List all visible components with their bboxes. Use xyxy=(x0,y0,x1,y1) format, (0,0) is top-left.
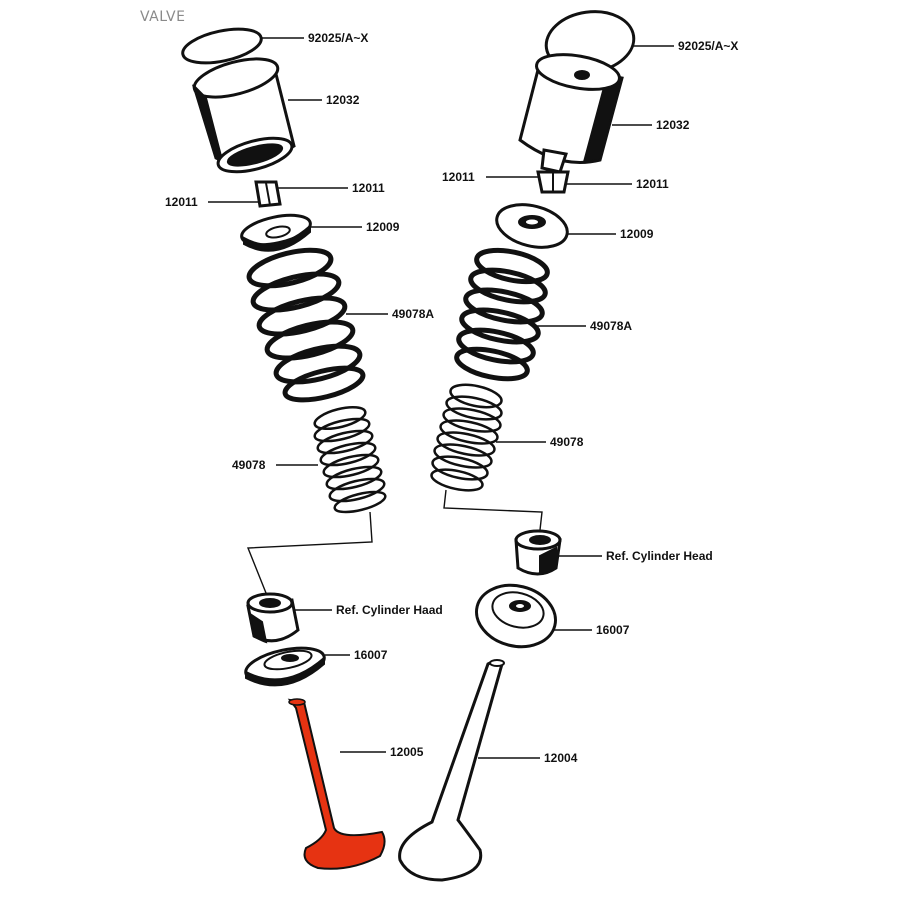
label-keeper-left-a: 12011 xyxy=(352,181,385,195)
left-outer-spring xyxy=(246,247,366,403)
left-inner-spring xyxy=(313,405,387,514)
label-tappet-right: 12032 xyxy=(656,118,690,132)
left-tappet xyxy=(192,57,296,174)
label-retainer-right: 12009 xyxy=(620,227,654,241)
label-seat-right: 16007 xyxy=(596,623,630,637)
label-retainer-left: 12009 xyxy=(366,220,400,234)
label-valve-right: 12004 xyxy=(544,751,578,765)
right-valve-guide xyxy=(514,529,562,576)
label-keeper-left-b: 12011 xyxy=(165,195,198,209)
label-valve-left: 12005 xyxy=(390,745,424,759)
right-retainer xyxy=(495,203,569,249)
label-tappet-left: 12032 xyxy=(326,93,360,107)
right-valve-seat xyxy=(475,583,557,649)
label-inner-spring-right: 49078 xyxy=(550,435,584,449)
label-seat-left: 16007 xyxy=(354,648,388,662)
right-tappet xyxy=(518,53,624,174)
left-retainer xyxy=(240,213,312,252)
left-keepers xyxy=(254,180,282,208)
right-outer-spring xyxy=(454,247,550,382)
label-guide-right: Ref. Cylinder Head xyxy=(606,549,713,563)
label-keeper-right-b: 12011 xyxy=(636,177,669,191)
label-inner-spring-left: 49078 xyxy=(232,458,266,472)
right-valve-12004 xyxy=(398,659,505,882)
right-keepers xyxy=(536,170,570,194)
label-outer-spring-right: 49078A xyxy=(590,319,632,333)
label-outer-spring-left: 49078A xyxy=(392,307,434,321)
page-title: VALVE xyxy=(140,9,186,25)
left-valve-seat xyxy=(244,646,326,687)
label-keeper-right-a: 12011 xyxy=(442,170,475,184)
left-shim xyxy=(181,27,263,65)
right-inner-spring xyxy=(430,383,503,492)
label-guide-left: Ref. Cylinder Haad xyxy=(336,603,443,617)
left-valve-12005 xyxy=(287,698,386,870)
label-shim-left: 92025/A~X xyxy=(308,31,368,45)
label-shim-right: 92025/A~X xyxy=(678,39,738,53)
left-valve-guide xyxy=(246,592,300,644)
